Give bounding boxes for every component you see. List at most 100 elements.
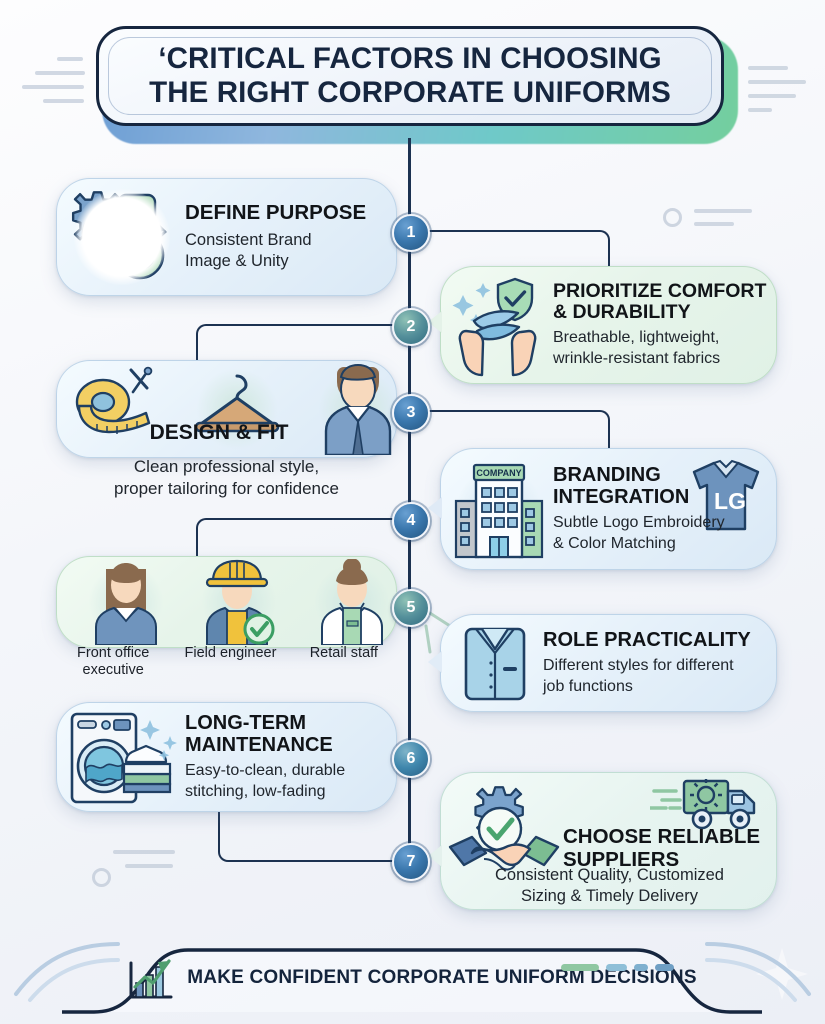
step-card-6[interactable]: LONG-TERM MAINTENANCE Easy-to-clean, dur… xyxy=(56,702,409,812)
card-role-beak xyxy=(428,651,442,673)
step-role-heading: ROLE PRACTICALITY xyxy=(543,629,751,652)
polo-logo-text: LG xyxy=(714,488,746,514)
growth-chart-arrow-icon xyxy=(129,959,173,999)
handshake-gear-check-icon xyxy=(448,786,560,871)
footer-banner: MAKE CONFIDENT CORPORATE UNIFORM DECISIO… xyxy=(62,942,762,1014)
card-4-beak xyxy=(428,497,442,519)
step-6-heading-line-2: MAINTENANCE xyxy=(185,734,333,757)
step-2-icon-group xyxy=(447,269,551,381)
deco-line-tl-4 xyxy=(43,99,84,103)
step-node-3[interactable]: 3 xyxy=(392,394,430,432)
step-2-text: PRIORITIZE COMFORT & DURABILITY Breathab… xyxy=(553,279,767,370)
step-card-role-practicality[interactable]: ROLE PRACTICALITY Different styles for d… xyxy=(428,614,777,712)
step-6-heading-line-1: LONG-TERM xyxy=(185,712,307,735)
step-role-icon-wrap xyxy=(449,617,541,709)
timeline-spine xyxy=(408,138,411,860)
step-4-body-line-1: Subtle Logo Embroidery xyxy=(553,514,725,532)
step-2-heading-line-1: PRIORITIZE COMFORT xyxy=(553,279,767,302)
step-node-4[interactable]: 4 xyxy=(392,502,430,540)
step-7-heading-line-1: CHOOSE RELIABLE xyxy=(563,824,761,848)
step-node-5[interactable]: 5 xyxy=(392,589,430,627)
deco-line-tl-2 xyxy=(35,71,85,75)
step-7-body-line-2: Sizing & Timely Delivery xyxy=(521,887,698,906)
footer-dash-3 xyxy=(634,964,648,971)
deco-line-tr-2 xyxy=(748,80,806,84)
caption-field-engineer: Field engineer xyxy=(184,645,277,661)
footer-dash-4 xyxy=(655,964,674,971)
connector-4-to-card5 xyxy=(196,518,412,578)
footer-side-swoosh-left xyxy=(14,942,120,1002)
step-card-7[interactable]: CHOOSE RELIABLE SUPPLIERS xyxy=(428,772,777,910)
connector-6-to-card7 xyxy=(218,800,412,862)
suited-person-icon xyxy=(324,363,392,455)
step-role-text: ROLE PRACTICALITY Different styles for d… xyxy=(543,629,751,697)
step-card-2[interactable]: PRIORITIZE COMFORT & DURABILITY Breathab… xyxy=(428,266,777,384)
field-engineer-avatar xyxy=(205,559,274,645)
step-card-3[interactable] xyxy=(56,360,409,458)
deco-ring-right xyxy=(663,208,682,227)
step-7-handshake-wrap xyxy=(445,781,563,901)
polo-shirt-logo-icon: LG xyxy=(692,459,760,531)
page-title: ‘CRITICAL FACTORS IN CHOOSING THE RIGHT … xyxy=(131,42,689,110)
step-node-1-label: 1 xyxy=(406,224,416,241)
deco-line-bl-2 xyxy=(125,864,173,868)
step-node-3-label: 3 xyxy=(406,404,416,421)
building-label: COMPANY xyxy=(476,468,521,478)
step-6-text: LONG-TERM MAINTENANCE Easy-to-clean, dur… xyxy=(185,712,345,802)
step-1-text: DEFINE PURPOSE Consistent Brand Image & … xyxy=(185,202,366,272)
footer-dash-row xyxy=(561,964,674,971)
connector-2-to-card3 xyxy=(196,324,412,382)
step-5-captions: Front office executive Field engineer Re… xyxy=(56,645,397,680)
step-7-text: CHOOSE RELIABLE SUPPLIERS xyxy=(563,824,761,876)
deco-line-bl-1 xyxy=(113,850,175,854)
delivery-truck-icon xyxy=(650,779,756,830)
step-7-heading-line-2: SUPPLIERS xyxy=(563,847,680,871)
retail-staff-avatar xyxy=(320,559,383,645)
sparkle-decor-bottom-right xyxy=(756,948,808,1000)
step-card-4[interactable]: COMPANY BRANDING INTEGRATION Subtle Logo… xyxy=(428,448,777,570)
clothes-hanger-icon xyxy=(194,374,279,433)
step-3-heading-overlay: DESIGN & FIT xyxy=(124,419,314,446)
step-3-body-line-1: Clean professional style, xyxy=(133,457,320,476)
step-node-2-label: 2 xyxy=(406,318,416,335)
avatar-front-office xyxy=(84,558,168,646)
step-3-body: Clean professional style, proper tailori… xyxy=(56,456,397,500)
step-3-suit-wrap xyxy=(310,363,406,455)
washing-machine-laundry-icon xyxy=(70,712,177,804)
step-3-hanger-wrap xyxy=(181,366,293,452)
card-2-beak xyxy=(428,311,442,333)
title-card: ‘CRITICAL FACTORS IN CHOOSING THE RIGHT … xyxy=(96,26,724,126)
caption-front-office-line-2: executive xyxy=(82,662,144,679)
step-card-5[interactable] xyxy=(56,556,409,648)
deco-line-tr-4 xyxy=(748,108,772,112)
footer-dash-2 xyxy=(606,964,627,971)
avatar-field-engineer xyxy=(197,558,281,646)
title-banner: ‘CRITICAL FACTORS IN CHOOSING THE RIGHT … xyxy=(96,26,738,144)
step-node-2[interactable]: 2 xyxy=(392,308,430,346)
step-node-6[interactable]: 6 xyxy=(392,740,430,778)
step-1-body-line-1: Consistent Brand xyxy=(185,230,312,249)
connector-3-to-card4 xyxy=(410,410,610,474)
deco-ring-bottom-left xyxy=(92,868,111,887)
deco-line-tl-3 xyxy=(22,85,84,89)
step-node-5-label: 5 xyxy=(406,599,416,616)
step-4-building-wrap: COMPANY xyxy=(445,453,553,565)
footer-text: MAKE CONFIDENT CORPORATE UNIFORM DECISIO… xyxy=(187,967,697,988)
step-role-body-line-2: job functions xyxy=(543,677,633,695)
deco-line-tr-3 xyxy=(748,94,796,98)
page-title-line-1: ‘CRITICAL FACTORS IN CHOOSING xyxy=(158,41,662,75)
step-role-body-line-1: Different styles for different xyxy=(543,657,734,675)
deco-line-r-2 xyxy=(694,222,734,226)
office-woman-avatar xyxy=(94,563,157,645)
step-card-1[interactable]: ? ? DEFINE PURPOSE Consistent Brand Imag… xyxy=(56,178,409,296)
caption-front-office-line-1: Front office xyxy=(77,645,150,661)
connector-1-to-card2 xyxy=(410,230,610,294)
step-2-heading-line-2: & DURABILITY xyxy=(553,301,691,324)
step-node-7[interactable]: 7 xyxy=(392,843,430,881)
company-building-icon: COMPANY xyxy=(454,463,544,559)
card-7-beak xyxy=(428,845,442,867)
step-node-1[interactable]: 1 xyxy=(392,214,430,252)
footer-content: MAKE CONFIDENT CORPORATE UNIFORM DECISIO… xyxy=(62,942,762,1014)
step-7-body-line-1: Consistent Quality, Customized xyxy=(495,866,724,884)
